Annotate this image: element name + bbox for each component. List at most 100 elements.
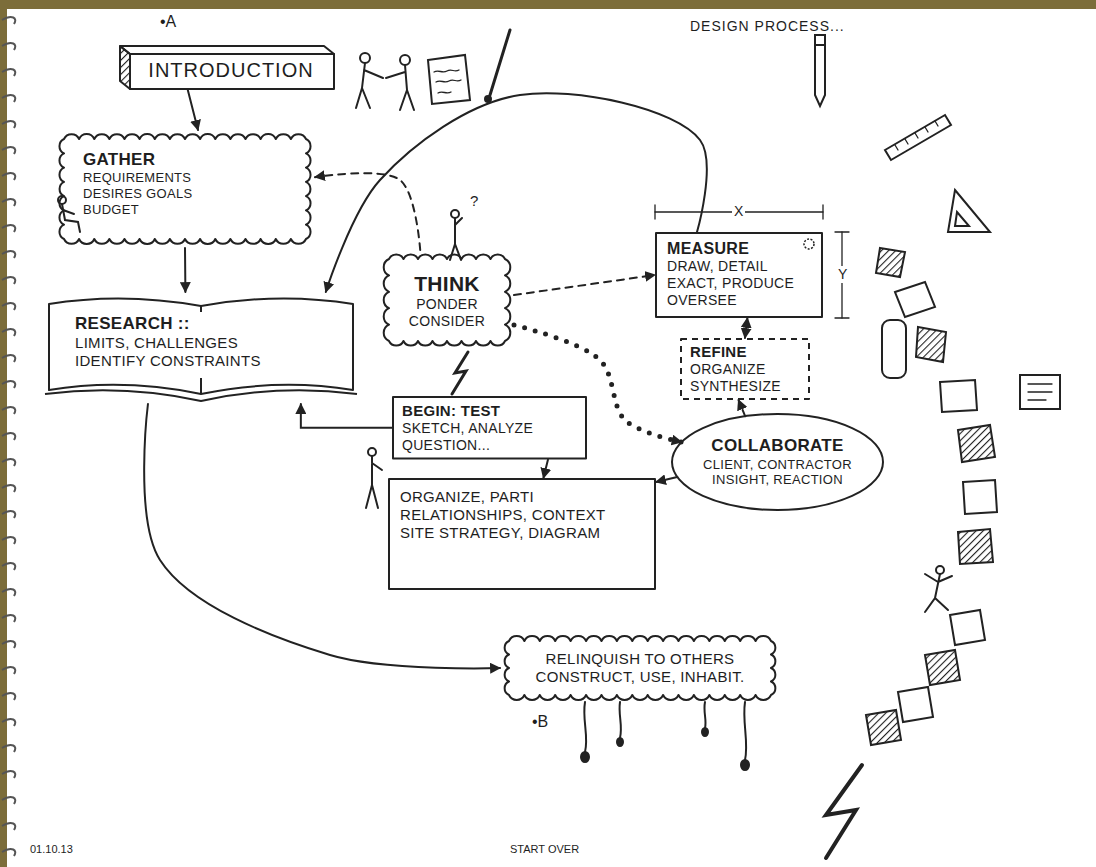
box-top xyxy=(120,46,334,54)
ink-pen xyxy=(490,30,510,95)
corner-mark: •B xyxy=(532,712,548,731)
jumping-figure xyxy=(936,566,944,574)
sheet-title: DESIGN PROCESS... xyxy=(690,18,845,35)
pencil xyxy=(815,35,825,106)
sketch-card xyxy=(895,282,935,317)
paint-drop xyxy=(741,760,749,770)
sketch-card xyxy=(925,650,960,685)
corner-mark: •A xyxy=(160,12,176,31)
sketch-card xyxy=(1028,384,1052,400)
node-heading: GATHER xyxy=(83,150,155,170)
spiral-binding xyxy=(2,17,15,856)
node-text: DRAW, DETAIL EXACT, PRODUCE OVERSEE xyxy=(667,258,811,308)
box-front xyxy=(130,54,334,89)
jumping-figure xyxy=(925,574,952,612)
connector xyxy=(326,93,707,292)
node-text: REQUIREMENTS DESIRES GOALS BUDGET xyxy=(83,170,193,217)
relinquish-cloud: RELINQUISH TO OTHERSCONSTRUCT, USE, INHA… xyxy=(500,632,780,704)
dashed-connector xyxy=(739,400,746,416)
node-text: SKETCH, ANALYZE QUESTION... xyxy=(402,420,577,454)
think-cloud: THINKPONDER CONSIDER xyxy=(380,250,514,350)
paint-drop xyxy=(617,738,623,746)
ellipse-outline xyxy=(672,414,883,510)
research-book: RESEARCH ::LIMITS, CHALLENGES IDENTIFY C… xyxy=(45,292,357,404)
connector xyxy=(745,318,747,338)
connector xyxy=(301,404,392,428)
paint-drip xyxy=(584,702,746,760)
sketch-card xyxy=(1020,375,1060,409)
footer-note: START OVER xyxy=(510,843,579,856)
standing-figure xyxy=(368,448,376,456)
standing-figure xyxy=(366,456,382,508)
paint-drop xyxy=(581,752,589,762)
node-heading: BEGIN: TEST xyxy=(402,402,500,420)
sketch-card xyxy=(958,425,995,462)
cloud-outline xyxy=(384,254,511,345)
dimension-label: X xyxy=(732,203,745,220)
connector xyxy=(188,90,198,130)
book-pages xyxy=(49,298,353,394)
page-frame xyxy=(0,0,1096,9)
node-text: ORGANIZE SYNTHESIZE xyxy=(690,361,800,395)
node-text: ORGANIZE, PARTI RELATIONSHIPS, CONTEXT S… xyxy=(400,488,644,542)
handshake-figure xyxy=(360,53,370,63)
handshake-figure xyxy=(400,55,410,65)
sketch-card xyxy=(940,380,977,412)
question-mark: ? xyxy=(470,192,478,210)
date-note: 01.10.13 xyxy=(30,843,73,856)
drafting-triangle xyxy=(948,190,990,232)
sketch-card xyxy=(898,687,933,722)
sketch-card xyxy=(866,710,901,745)
dashed-connector xyxy=(315,173,420,250)
node-heading: REFINE xyxy=(690,343,747,361)
dimension-label: Y xyxy=(836,266,849,283)
node-text: CONSTRUCT, USE, INHABIT. xyxy=(536,668,745,686)
intro-box: INTRODUCTION xyxy=(108,44,336,90)
process-box: ORGANIZE, PARTI RELATIONSHIPS, CONTEXT S… xyxy=(388,478,656,590)
box-outline xyxy=(656,233,822,317)
gather-cloud: GATHERREQUIREMENTS DESIRES GOALS BUDGET xyxy=(55,130,315,248)
paint-drop xyxy=(702,728,708,736)
contract-sheet xyxy=(428,55,470,104)
sketch-card xyxy=(876,248,905,277)
node-text: CLIENT, CONTRACTOR INSIGHT, REACTION xyxy=(700,457,855,488)
sketch-card xyxy=(950,610,985,645)
node-text: LIMITS, CHALLENGES IDENTIFY CONSTRAINTS xyxy=(75,334,280,370)
handshake-figure xyxy=(386,65,414,110)
sitting-figure xyxy=(62,204,80,232)
sketch-card xyxy=(963,480,997,514)
rolled-drawing xyxy=(882,320,906,378)
scale-ruler xyxy=(885,115,951,160)
dashed-connector xyxy=(514,275,655,295)
box-outline xyxy=(681,339,809,399)
node-heading: COLLABORATE xyxy=(711,436,843,456)
ink-blot xyxy=(485,96,491,102)
node-heading: RESEARCH :: xyxy=(75,314,190,334)
refine-box: REFINEORGANIZE SYNTHESIZE xyxy=(680,338,810,400)
connector xyxy=(184,248,186,292)
box-outline xyxy=(393,397,586,459)
thinking-figure xyxy=(451,210,459,218)
pencil xyxy=(815,44,825,46)
lightning-bolt xyxy=(452,352,468,394)
node-heading: MEASURE xyxy=(667,239,749,258)
ruler-ticks xyxy=(895,121,938,150)
collaborate-ellipse: COLLABORATECLIENT, CONTRACTOR INSIGHT, R… xyxy=(670,412,885,512)
handshake-figure xyxy=(356,63,383,108)
gear-icon xyxy=(804,239,814,249)
connector xyxy=(656,477,677,482)
node-heading: INTRODUCTION xyxy=(148,58,313,82)
box-outline xyxy=(389,479,655,589)
sketch-card xyxy=(958,529,993,564)
cloud-outline xyxy=(505,636,776,700)
dimension-tick xyxy=(835,232,849,318)
measure-box: MEASUREDRAW, DETAIL EXACT, PRODUCE OVERS… xyxy=(655,232,823,318)
node-heading: RELINQUISH TO OTHERS xyxy=(546,650,735,668)
connector xyxy=(543,460,548,478)
node-text: PONDER CONSIDER xyxy=(402,296,492,330)
node-heading: THINK xyxy=(414,271,480,296)
contract-writing xyxy=(434,70,461,93)
